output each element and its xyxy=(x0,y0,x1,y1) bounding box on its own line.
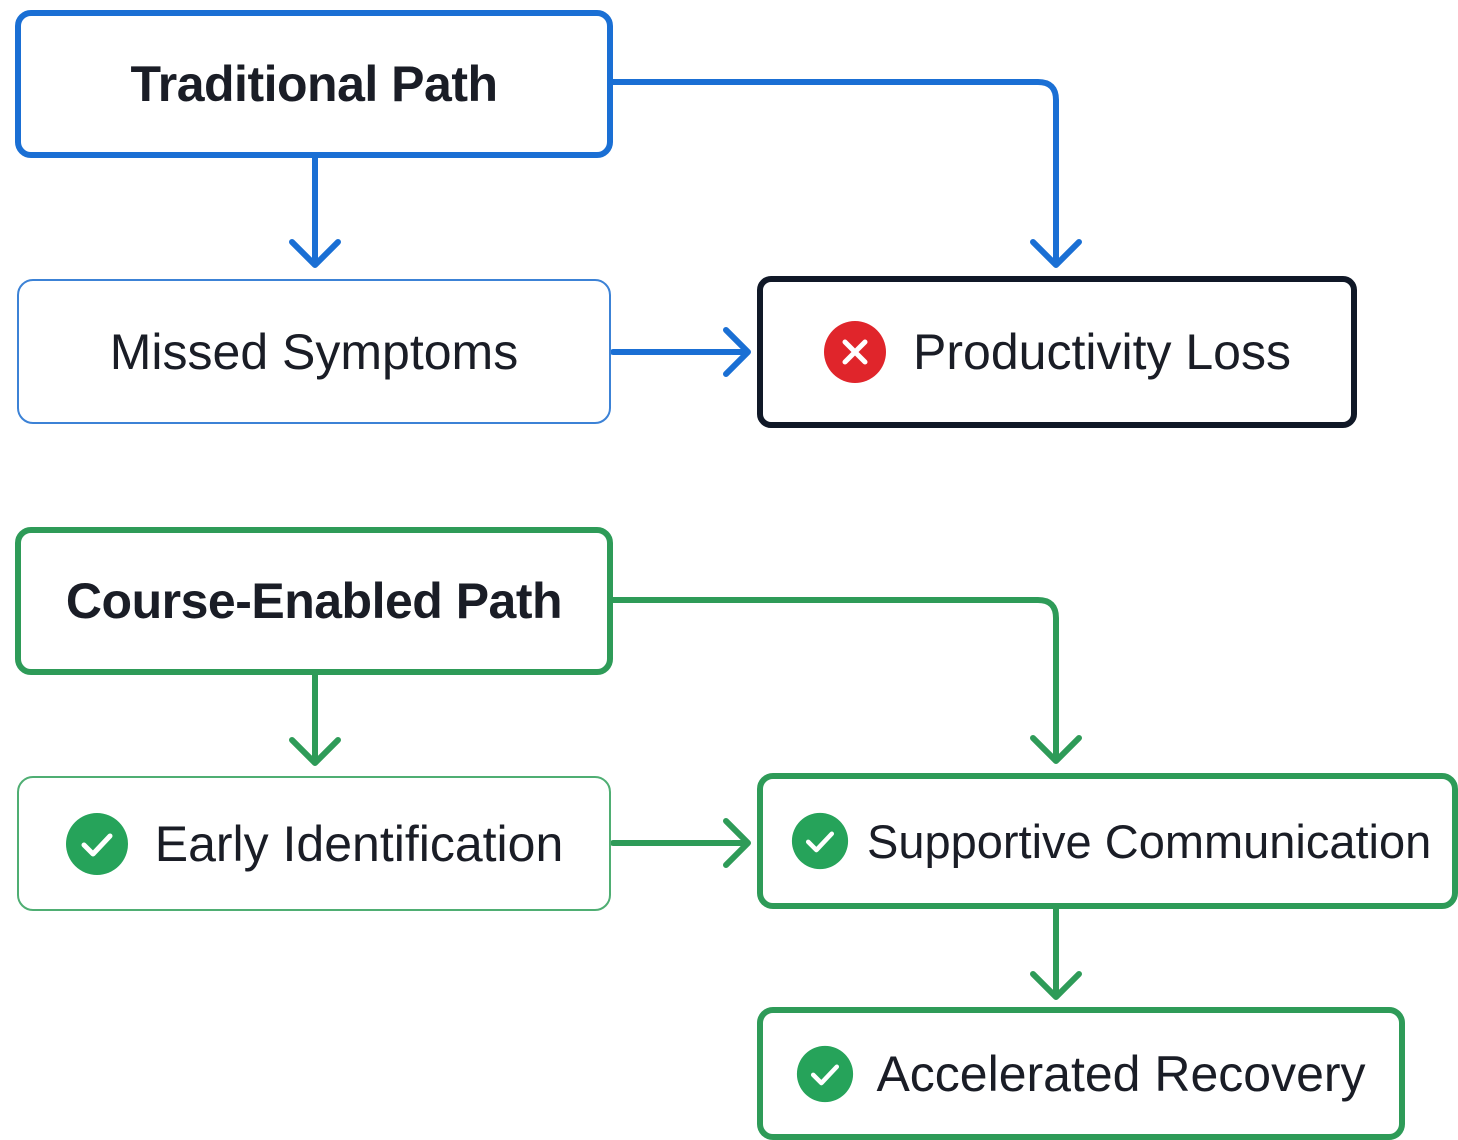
supportive-communication-box: Supportive Communication xyxy=(757,773,1458,909)
arrowhead-course-to-supportive xyxy=(1030,735,1082,764)
cross-circle-icon xyxy=(823,320,887,384)
early-identification-box: Early Identification xyxy=(17,776,611,911)
productivity-loss-label: Productivity Loss xyxy=(913,324,1291,380)
accelerated-recovery-box: Accelerated Recovery xyxy=(757,1007,1405,1140)
productivity-loss-box: Productivity Loss xyxy=(757,276,1357,428)
check-circle-icon xyxy=(791,812,849,870)
arrowhead-supportive-to-accelerated xyxy=(1030,971,1082,1000)
check-circle-icon xyxy=(65,812,129,876)
supportive-communication-label: Supportive Communication xyxy=(867,814,1432,868)
arrow-course-to-supportive xyxy=(610,597,1059,761)
course-enabled-path-heading: Course-Enabled Path xyxy=(65,573,563,629)
accelerated-recovery-label: Accelerated Recovery xyxy=(876,1045,1366,1102)
course-enabled-path-box: Course-Enabled Path xyxy=(15,527,613,675)
missed-symptoms-label: Missed Symptoms xyxy=(109,323,519,380)
arrow-traditional-to-productivity xyxy=(610,79,1059,265)
arrowhead-traditional-to-missed xyxy=(289,239,341,268)
arrowhead-course-to-early xyxy=(289,737,341,766)
arrowhead-traditional-to-productivity xyxy=(1030,239,1082,268)
missed-symptoms-box: Missed Symptoms xyxy=(17,279,611,424)
arrowhead-early-to-supportive xyxy=(723,818,751,868)
traditional-path-heading: Traditional Path xyxy=(130,56,498,112)
check-circle-icon xyxy=(796,1045,854,1103)
early-identification-label: Early Identification xyxy=(154,815,564,872)
arrowhead-missed-to-productivity xyxy=(723,327,751,377)
traditional-path-box: Traditional Path xyxy=(15,10,613,158)
